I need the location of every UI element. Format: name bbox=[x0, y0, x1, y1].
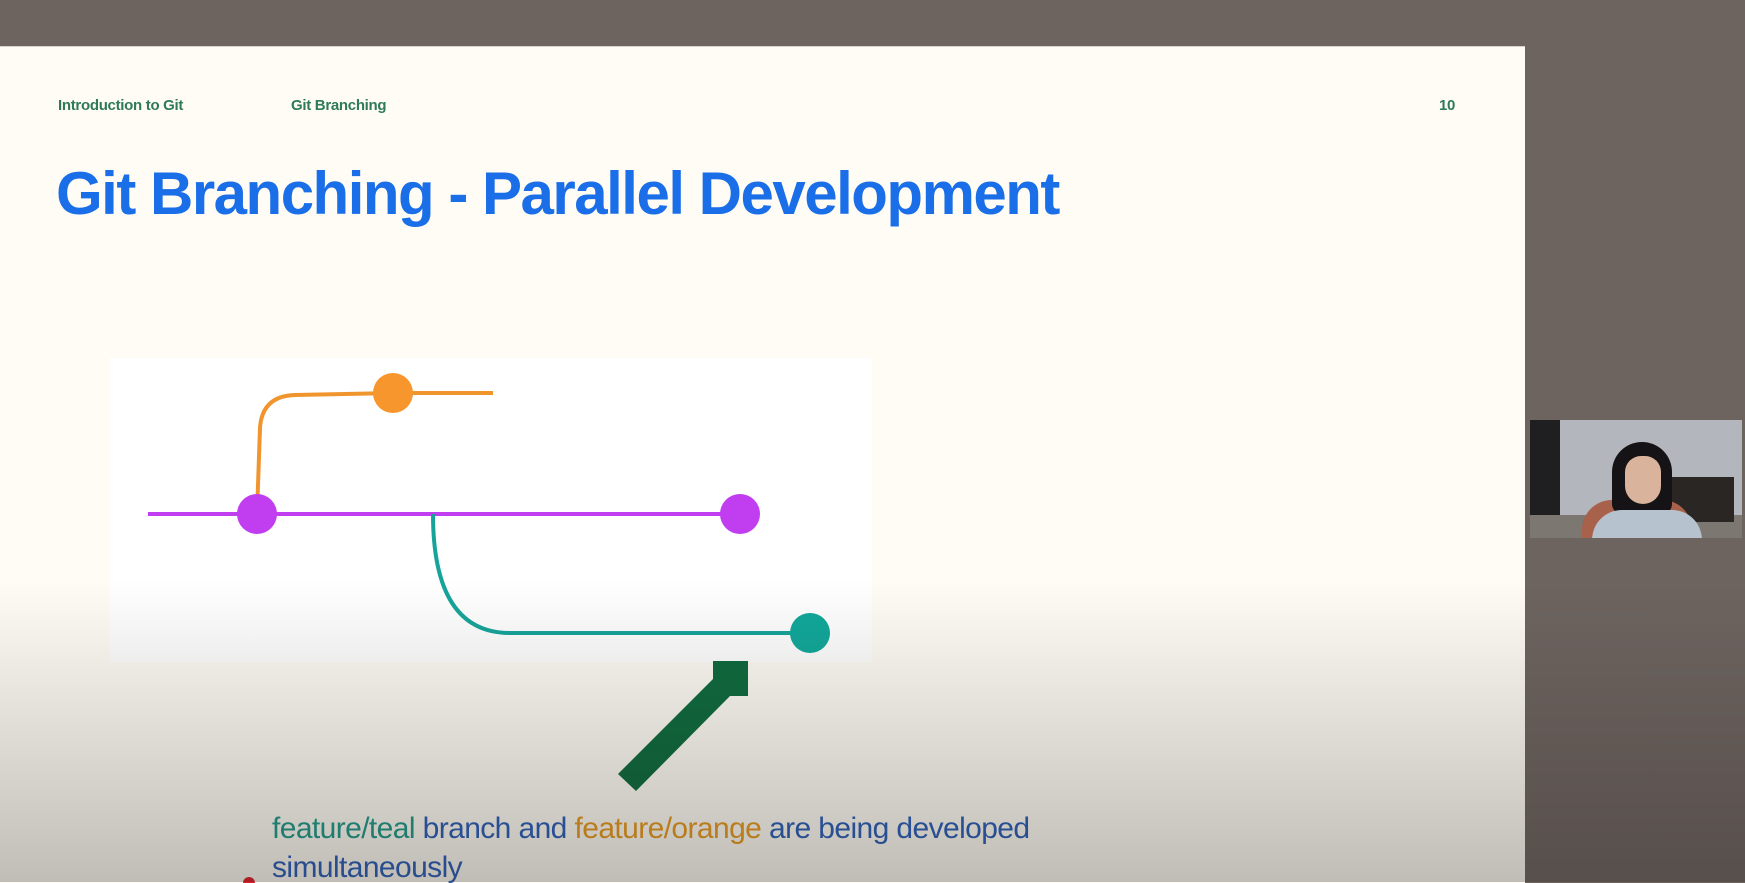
header-section-topic: Git Branching bbox=[291, 97, 387, 114]
git-graph-svg bbox=[148, 373, 830, 653]
main-commit-1-icon bbox=[237, 494, 277, 534]
caption-text-1: branch and bbox=[414, 812, 575, 845]
presenter-face bbox=[1625, 456, 1661, 504]
caption-teal-branch: feature/teal bbox=[272, 812, 416, 845]
pointer-arrow-icon bbox=[618, 661, 748, 791]
orange-commit-icon bbox=[373, 373, 413, 413]
orange-branch-line bbox=[255, 391, 493, 515]
main-commit-2-icon bbox=[720, 494, 760, 534]
slide-caption: feature/teal branch and feature/orange a… bbox=[272, 809, 1172, 883]
presentation-slide: Introduction to Git Git Branching 10 Git… bbox=[0, 46, 1525, 883]
presenter-webcam[interactable] bbox=[1530, 420, 1742, 538]
slide-title: Git Branching - Parallel Development bbox=[56, 160, 1060, 227]
presenter-shirt bbox=[1592, 510, 1702, 538]
page-number: 10 bbox=[1439, 97, 1456, 114]
teal-commit-icon bbox=[790, 613, 830, 653]
git-branch-diagram bbox=[110, 358, 872, 662]
header-section-course: Introduction to Git bbox=[58, 97, 184, 114]
caption-text-2: are being developed simultaneously bbox=[272, 812, 1030, 883]
laser-pointer-icon bbox=[243, 877, 255, 883]
arrow-overlay bbox=[618, 661, 748, 791]
caption-orange-branch: feature/orange bbox=[574, 812, 762, 845]
teal-branch-line bbox=[431, 513, 810, 635]
